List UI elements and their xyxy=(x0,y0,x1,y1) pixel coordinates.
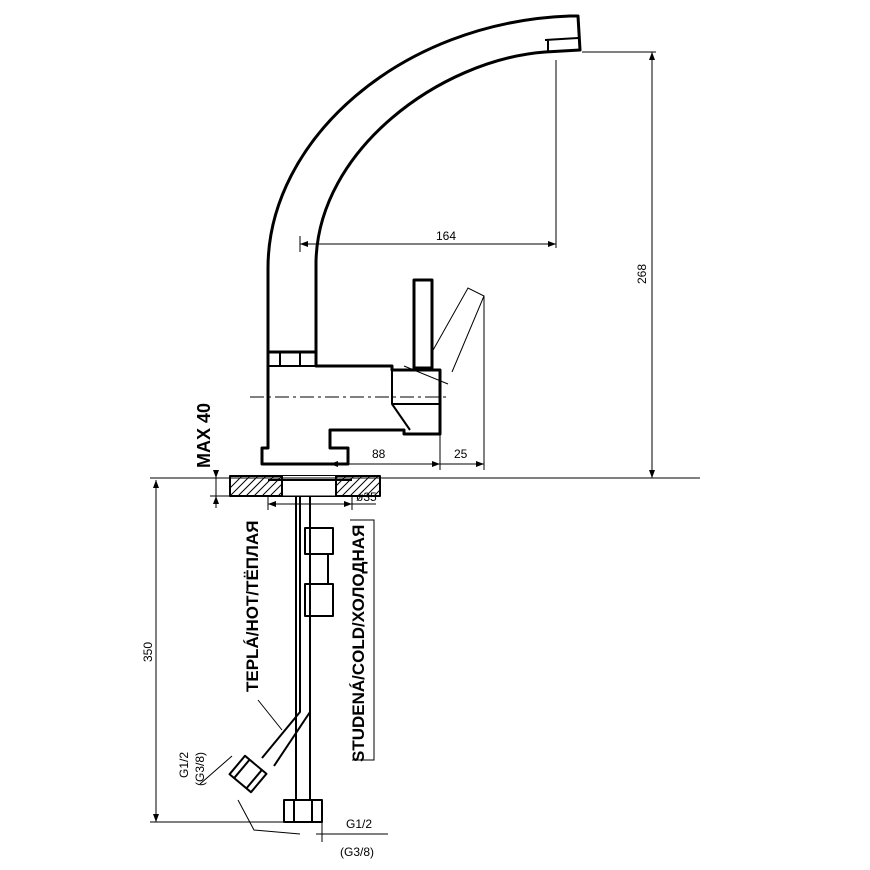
right-thread-label: G1/2 xyxy=(346,817,372,831)
dim-hose-length: 350 xyxy=(141,642,155,662)
left-thread-alt-label: (G3/8) xyxy=(193,752,207,786)
spout xyxy=(266,14,582,367)
right-thread-alt-label: (G3/8) xyxy=(340,845,374,859)
dim-lever-offset: 25 xyxy=(454,447,468,461)
cold-hose-label: STUDENÁ/COLD/ХОЛОДНАЯ xyxy=(349,525,368,762)
supply-hoses xyxy=(228,496,334,823)
hot-hose-label: TEPLÁ/HOT/ТЁПЛАЯ xyxy=(243,521,262,692)
dim-body-depth: 88 xyxy=(372,447,386,461)
counter-top xyxy=(150,475,700,497)
hatch-line xyxy=(229,475,251,497)
mixer-body xyxy=(250,350,446,466)
hatch-line xyxy=(237,475,259,497)
hatch-line xyxy=(365,481,381,497)
hatch-line xyxy=(245,475,267,497)
lever-handle xyxy=(403,278,485,385)
hatch-line xyxy=(341,475,363,497)
dim-reach: 164 xyxy=(436,229,456,243)
dim-height: 268 xyxy=(635,264,649,284)
hatch-line xyxy=(357,475,379,497)
dim-hole-diameter: ø35 xyxy=(356,490,377,504)
left-thread-label: G1/2 xyxy=(177,752,191,778)
dim-max-thickness: MAX 40 xyxy=(194,403,214,468)
dimension-lines xyxy=(150,51,656,842)
hatch-line xyxy=(373,489,381,497)
hatch-line xyxy=(349,475,371,497)
